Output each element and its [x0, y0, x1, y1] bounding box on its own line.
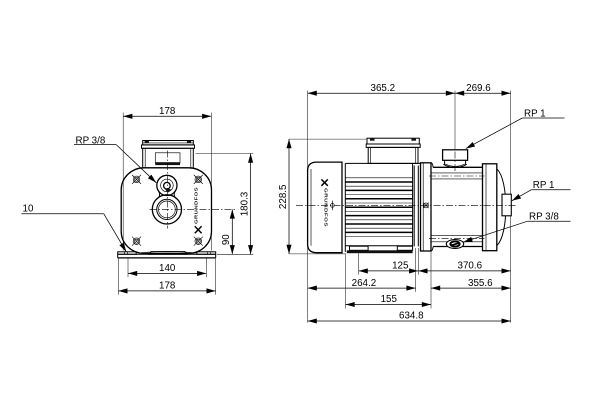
- dim-text-total-length: 634.8: [399, 311, 424, 322]
- dim-text-foot-to-coupling: 125: [392, 261, 409, 272]
- front-view: 178: [21, 106, 254, 295]
- leader-small-port-arrow: [115, 144, 157, 184]
- brand-mark-side: [320, 178, 329, 187]
- base-plate-front: [117, 251, 217, 259]
- motor-fins: [345, 177, 413, 237]
- motor-feet: [346, 245, 414, 254]
- dim-text-foot-slot-spacing: 140: [159, 263, 176, 274]
- label-foot-slot: 10: [23, 203, 34, 214]
- boss-waist: [173, 190, 178, 200]
- brand-text-side: GRUNDFOS: [323, 188, 328, 227]
- end-flange: [481, 163, 498, 252]
- end-port-stub: [501, 193, 512, 217]
- terminal-box-screw: [144, 140, 149, 143]
- dim-text-overall-height: 180.3: [240, 191, 251, 216]
- center-pad: [147, 251, 189, 255]
- dim-text-base-width: 178: [159, 281, 176, 292]
- bolt-hole: [193, 174, 204, 185]
- dim-text-width-top: 178: [159, 106, 176, 117]
- leader-discharge-port-arrow: [465, 117, 523, 149]
- leader-foot-slot-arrow: [103, 213, 127, 253]
- pump-head: [419, 162, 512, 252]
- label-discharge-port: RP 1: [524, 108, 546, 119]
- brand-text-front: GRUNDFOS: [193, 187, 198, 224]
- bolt-hole: [131, 236, 142, 246]
- terminal-box-screw: [186, 140, 192, 143]
- bolt-holes-front: [131, 174, 204, 246]
- side-view: 365.2 269.6 228.5 GRUNDFOS: [278, 83, 571, 324]
- bolt-hole: [193, 236, 204, 246]
- dim-text-port-to-end: 269.6: [466, 83, 491, 94]
- staybolt-flange: [419, 162, 432, 252]
- main-port: [151, 194, 183, 225]
- motor-body: [345, 162, 421, 247]
- label-end-port: RP 1: [533, 180, 555, 191]
- label-drain-plug: RP 3/8: [529, 212, 559, 223]
- discharge-port: [441, 149, 469, 173]
- terminal-box-side: [365, 137, 421, 164]
- plug-mark: [164, 189, 171, 193]
- boss-waist: [155, 190, 161, 200]
- dim-text-motor-to-port: 365.2: [371, 83, 396, 94]
- terminal-box-screw: [369, 138, 375, 141]
- bolt-hole: [131, 174, 142, 185]
- dim-text-coupling-to-end: 370.6: [458, 261, 483, 272]
- terminal-box-screw: [411, 138, 416, 141]
- leader-drain-plug-arrow: [463, 220, 528, 243]
- brand-mark-front: [194, 225, 203, 234]
- shaft-center-mark: [330, 200, 335, 211]
- drain-plug: [445, 238, 465, 250]
- dim-text-side-height: 228.5: [278, 184, 289, 209]
- foot-pad-strip: [346, 250, 413, 254]
- foot-pad-right: [196, 251, 217, 255]
- terminal-box-front: [141, 140, 195, 169]
- leader-end-port-arrow: [511, 189, 532, 202]
- small-port: [156, 174, 178, 197]
- dim-text-port-height: 90: [221, 234, 232, 245]
- label-small-port: RP 3/8: [76, 135, 106, 146]
- foot-pad-left: [117, 251, 137, 255]
- dim-text-flange-to-end: 355.6: [468, 278, 493, 289]
- dim-text-foot-length: 155: [381, 294, 398, 305]
- dim-text-back-to-coupling: 264.2: [352, 278, 377, 289]
